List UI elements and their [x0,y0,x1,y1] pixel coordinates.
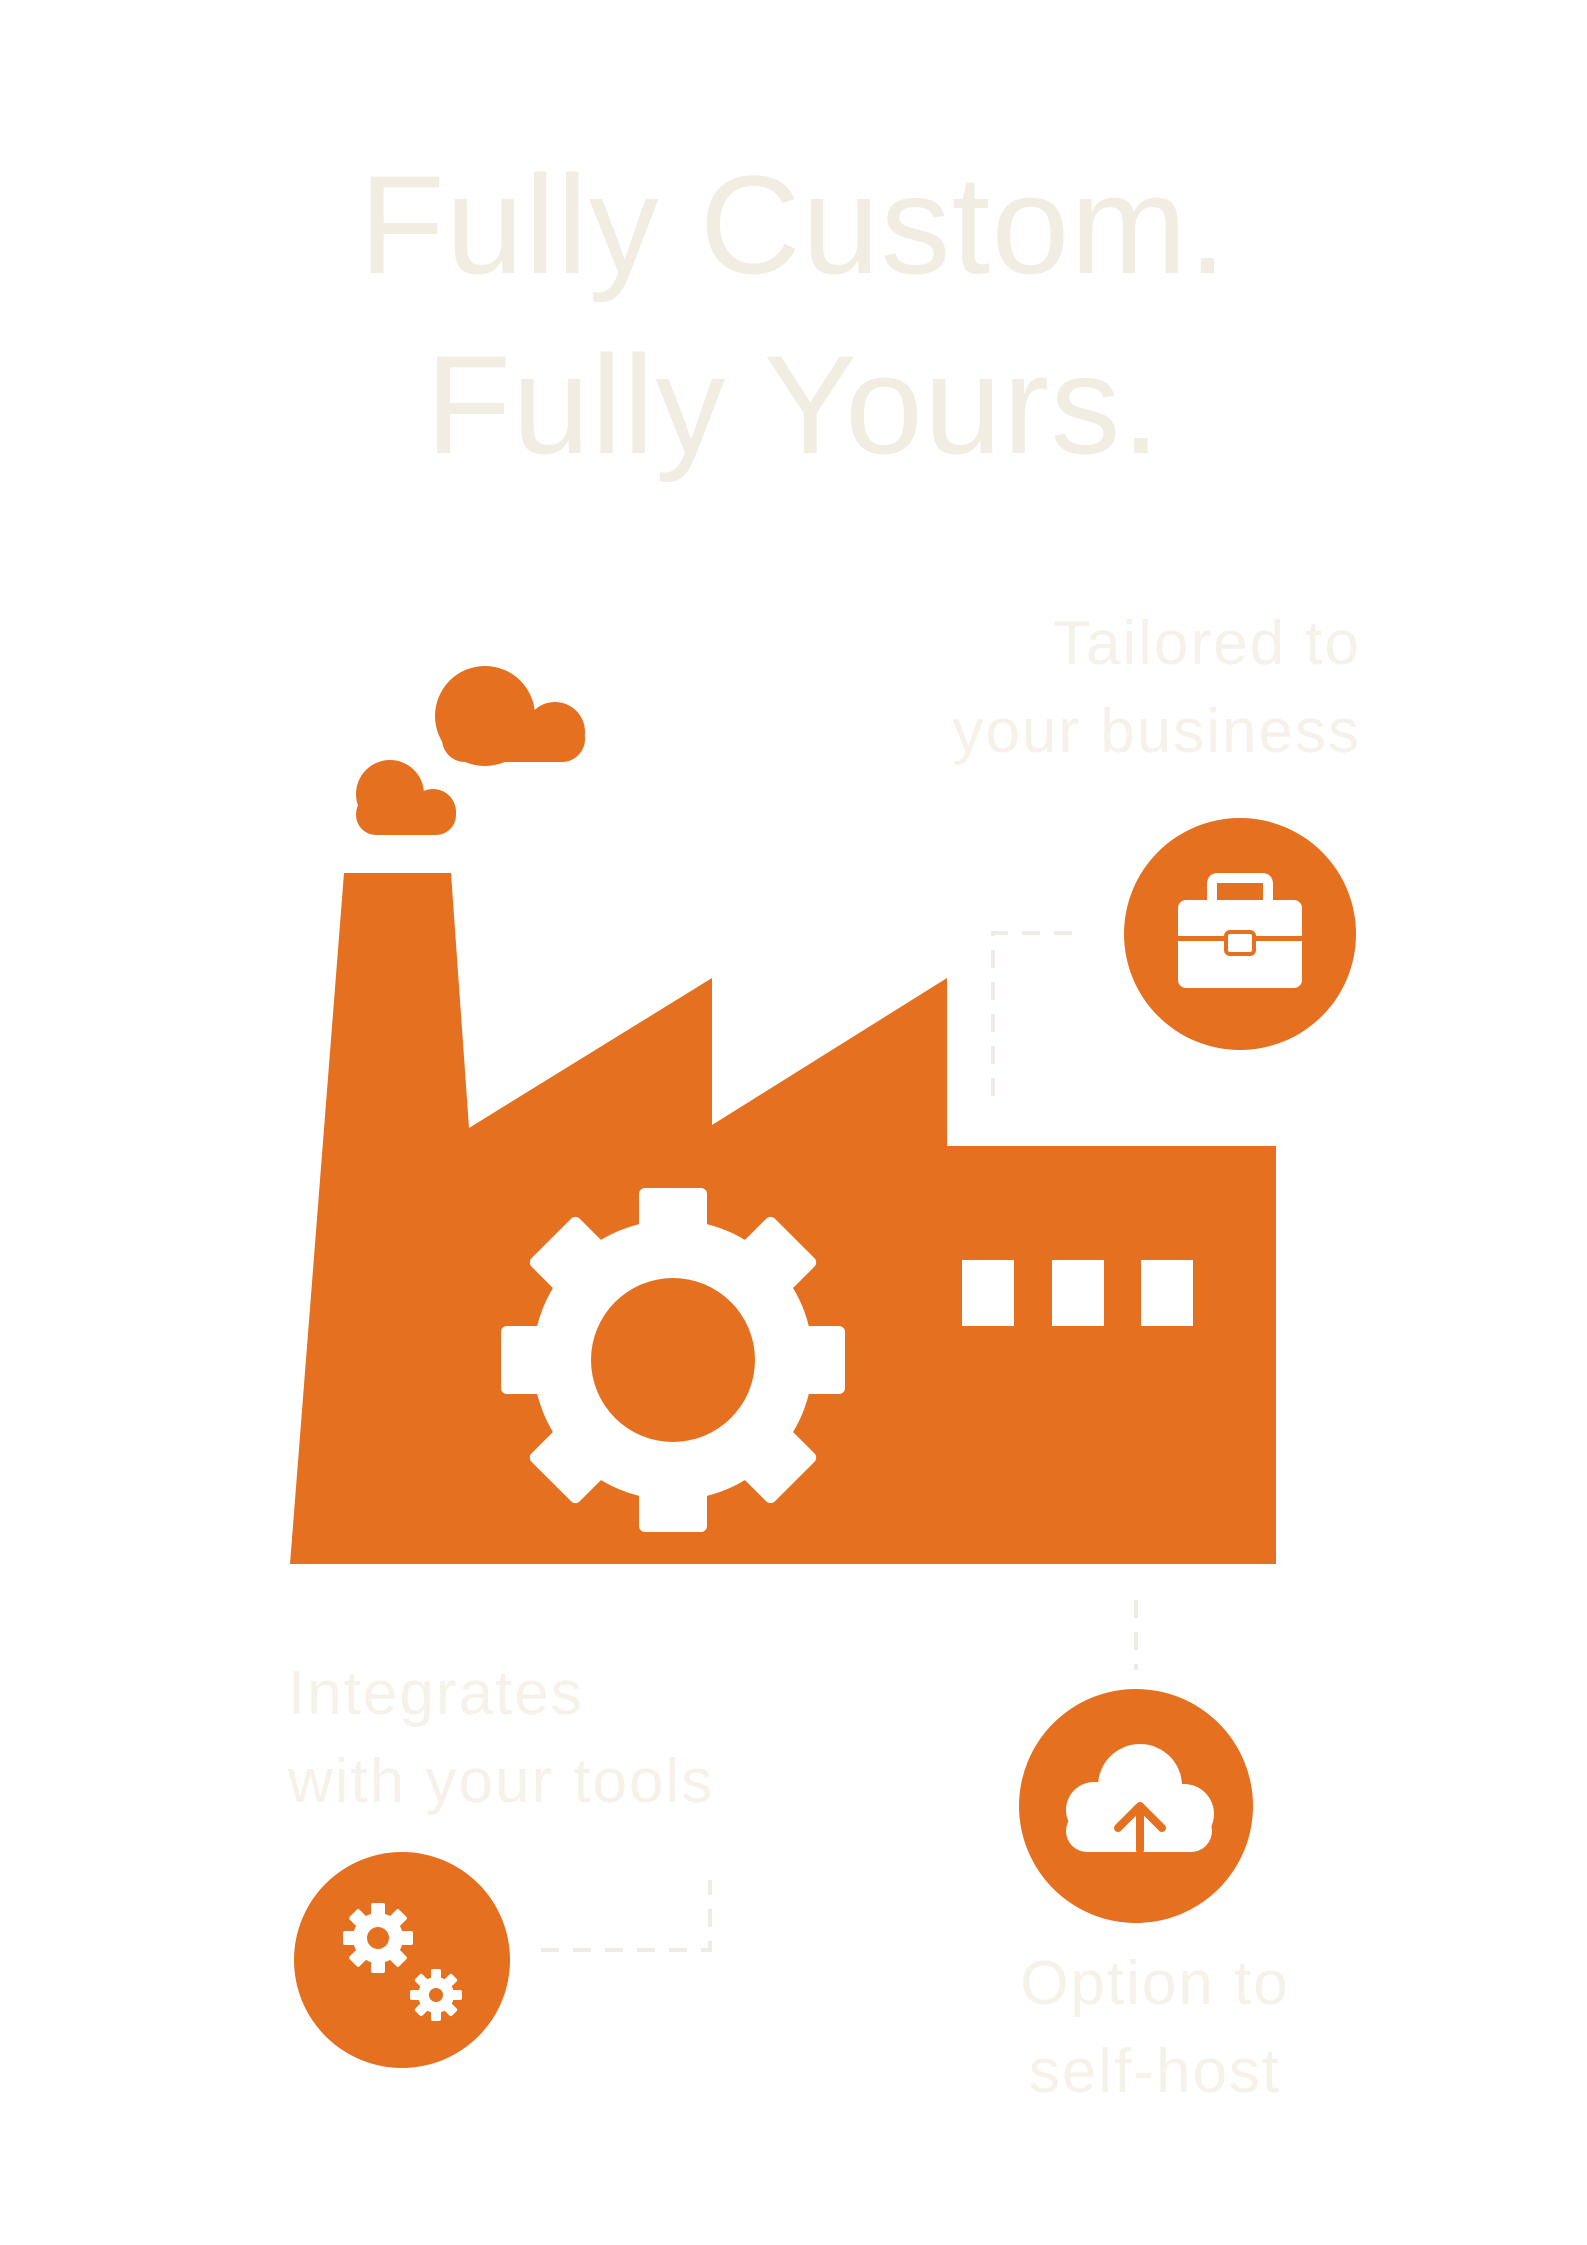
gears-icon [343,1903,462,2021]
headline-line-1: Fully Custom. [359,146,1228,303]
feature-selfhost-line-2: self-host [1028,2037,1282,2106]
feature-label-selfhost: Option to self-host [975,1940,1335,2116]
integrates-badge [294,1852,510,2068]
feature-label-tailored: Tailored to your business [952,600,1361,776]
connector-lines [541,931,1138,1952]
smoke-cloud-icon [356,666,585,835]
tailored-badge [1124,818,1356,1050]
connector-integrates [541,1880,712,1952]
feature-label-integrates: Integrates with your tools [288,1650,714,1826]
headline-line-2: Fully Yours. [425,326,1162,483]
briefcase-icon [1178,873,1302,988]
gear-icon [501,1188,845,1532]
factory-windows [962,1260,1193,1326]
feature-tailored-line-2: your business [952,697,1361,766]
page-headline: Fully Custom. Fully Yours. [0,135,1587,495]
feature-selfhost-line-1: Option to [1020,1949,1290,2018]
feature-integrates-line-1: Integrates [288,1659,584,1728]
feature-integrates-line-2: with your tools [288,1747,715,1816]
selfhost-badge [1019,1689,1253,1923]
feature-tailored-line-1: Tailored to [1052,609,1361,678]
connector-tailored [991,931,1086,1096]
